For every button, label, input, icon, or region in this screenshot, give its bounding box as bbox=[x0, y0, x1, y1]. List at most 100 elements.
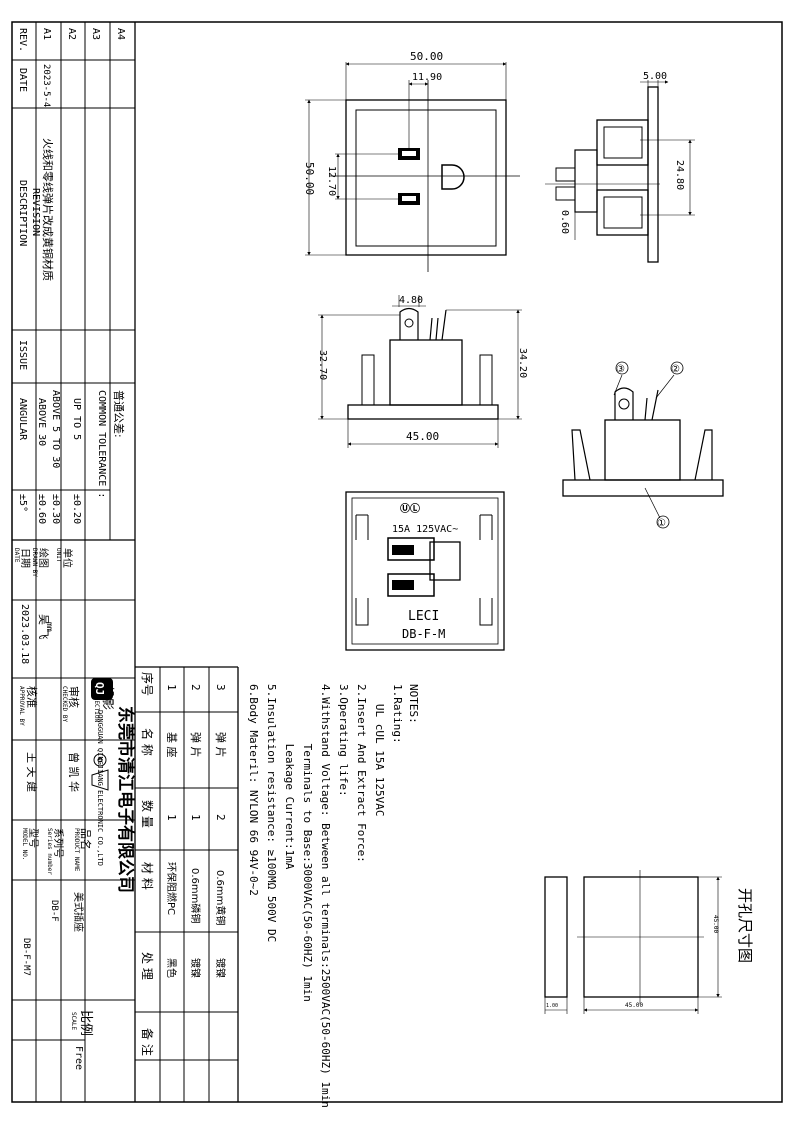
date-a1: 2023-5-4 bbox=[41, 64, 51, 107]
rev-a4: A4 bbox=[115, 28, 126, 40]
tolerance-title-cn: 普通公差: bbox=[112, 390, 126, 438]
approval-value: 王 天 建 bbox=[25, 752, 39, 792]
bom-header-name: 名 称 bbox=[140, 728, 155, 756]
rev-a2: A2 bbox=[66, 28, 77, 40]
series-label-cn: 系列号 bbox=[52, 828, 65, 858]
dim-slot-spacing: 12.70 bbox=[326, 166, 337, 196]
dim-bottom-width: 45.00 bbox=[406, 430, 439, 443]
notes-title: NOTES: bbox=[407, 684, 420, 724]
panel-height-dim: 45.00 bbox=[712, 915, 719, 933]
callout-2: ② bbox=[671, 364, 680, 375]
tolerance-range-4: ANGULAR bbox=[17, 398, 28, 441]
panel-thick-dim: 1.00 bbox=[546, 1003, 558, 1009]
dim-slot-offset: 11.90 bbox=[412, 72, 442, 83]
model-label-cn: 型号 bbox=[27, 828, 40, 848]
bom-row3-finish: 镀镍 bbox=[214, 958, 227, 978]
date-value: 2023.03.18 bbox=[19, 604, 30, 664]
scale-label-en: SCALE bbox=[70, 1012, 77, 1030]
notes-line-8: 5.Insulation resistance: ≥100MΩ 500V DC bbox=[265, 684, 278, 942]
tolerance-value-3: ±0.60 bbox=[36, 494, 47, 524]
date-header: DATE bbox=[17, 68, 28, 92]
panel-width-dim: 45.00 bbox=[625, 1002, 643, 1009]
company-logo: QJ bbox=[91, 678, 113, 700]
bill-of-materials: 序号 名 称 数 量 材 料 处 理 备 注 1 基 座 1 环保阻燃PC 黑色… bbox=[135, 666, 239, 1102]
dim-side-pin-height: 24.80 bbox=[674, 160, 685, 190]
callout-1: ① bbox=[657, 518, 666, 529]
dim-bottom-height-left: 32.70 bbox=[317, 350, 328, 380]
notes-line-4: 3.Operating life: bbox=[337, 684, 350, 797]
bom-row2-finish: 镀镍 bbox=[189, 958, 202, 978]
tolerance-value-2: ±0.30 bbox=[50, 494, 61, 524]
description-header: DESCRIPTION bbox=[17, 180, 28, 246]
bom-row1-material: 环保阻燃PC bbox=[165, 862, 178, 915]
bom-row2-name: 弹 片 bbox=[189, 732, 203, 758]
bom-row3-qty: 2 bbox=[214, 814, 227, 821]
rear-brand: LECI bbox=[408, 609, 439, 624]
callout-3: ③ bbox=[616, 364, 625, 375]
approval-label-en: APPROVAL BY bbox=[18, 686, 25, 726]
rear-model: DB-F-M bbox=[402, 627, 445, 641]
tolerance-title-en: COMMON TOLERANCE : bbox=[96, 390, 107, 498]
notes-line-5: 4.Withstand Voltage: Between all termina… bbox=[319, 684, 332, 1108]
panel-cutout-title: 开孔尺寸图 bbox=[736, 888, 754, 963]
dim-side-thickness: 5.00 bbox=[643, 71, 667, 82]
notes-line-1: 1.Rating: bbox=[391, 684, 404, 744]
bom-header-remark: 备 注 bbox=[140, 1028, 155, 1056]
rear-rating: 15A 125VAC~ bbox=[392, 524, 458, 535]
front-view: 50.00 11.90 50.00 12.70 bbox=[303, 50, 520, 272]
bom-row2-material: 0.6mm磷铜 bbox=[189, 868, 202, 923]
bom-row3-material: 0.6mm黄铜 bbox=[214, 870, 227, 925]
bom-row1-no: 1 bbox=[165, 684, 178, 691]
dim-front-height: 50.00 bbox=[303, 162, 316, 195]
approval-label-cn: 核准 bbox=[25, 686, 39, 708]
bom-header-qty: 数 量 bbox=[140, 800, 155, 828]
checked-label-cn: 审核 bbox=[67, 686, 81, 708]
drawn-value: 吴 飞 bbox=[37, 614, 50, 640]
bom-row3-no: 3 bbox=[214, 684, 227, 691]
unit-value: mm bbox=[45, 622, 54, 632]
checked-value: 曾 凯 华 bbox=[67, 752, 81, 792]
model-value: DB-F-M7 bbox=[21, 938, 31, 976]
product-label-en: PRODUCT NAME bbox=[73, 828, 80, 872]
issue-label: ISSUE bbox=[17, 340, 28, 370]
product-label-cn: 品名 bbox=[79, 828, 93, 850]
side-view: 5.00 24.80 0.60 bbox=[545, 71, 695, 263]
drawn-label-cn: 绘图 bbox=[37, 548, 50, 568]
notes-line-6: Terminals to Base:3000VAC(50-60HZ) 1min bbox=[301, 684, 314, 1002]
projection-symbol bbox=[91, 753, 109, 791]
rev-header: REV. bbox=[17, 28, 28, 52]
svg-text:QJ: QJ bbox=[93, 682, 106, 695]
left-tables: REV. DATE DESCRIPTION REVISION ISSUE A1 … bbox=[12, 22, 136, 1102]
tolerance-value-1: ±0.20 bbox=[71, 494, 82, 524]
product-value: 美式插座 bbox=[72, 892, 85, 932]
dim-side-pin-gap: 0.60 bbox=[559, 210, 570, 234]
ul-mark-icon: ⓊⓁ bbox=[400, 502, 420, 515]
bom-row1-qty: 1 bbox=[165, 814, 178, 821]
dim-bottom-height-right: 34.20 bbox=[517, 348, 528, 378]
tolerance-range-3: ABOVE 30 bbox=[36, 398, 47, 446]
projection-label-en: PROJECTION bbox=[93, 686, 100, 723]
bom-header-finish: 处 理 bbox=[140, 952, 154, 980]
rev-a1: A1 bbox=[41, 28, 52, 40]
date-label-en: DATE bbox=[13, 548, 20, 563]
bom-row2-qty: 1 bbox=[189, 814, 202, 821]
dim-front-width: 50.00 bbox=[410, 50, 443, 63]
company-name-cn: 东莞市清江电子有限公司 bbox=[115, 706, 136, 893]
bom-header-no: 序号 bbox=[140, 672, 155, 696]
series-value: DB-F bbox=[49, 900, 59, 922]
rear-view: ⓊⓁ 15A 125VAC~ LECI DB-F-M bbox=[345, 491, 505, 651]
dim-bottom-tab: 4.80 bbox=[399, 295, 423, 306]
bom-header-material: 材 料 bbox=[140, 862, 154, 890]
tolerance-range-2: ABOVE 5 TO 30 bbox=[50, 390, 61, 468]
scale-value: Free bbox=[73, 1046, 84, 1070]
bom-row1-name: 基 座 bbox=[165, 732, 179, 758]
revision-label: REVISION bbox=[30, 188, 41, 236]
drawn-label-en: DRAWN BY bbox=[31, 548, 38, 577]
series-label-en: Series number bbox=[46, 828, 53, 875]
checked-label-en: CHECKED BY bbox=[61, 686, 68, 723]
rev-a3: A3 bbox=[90, 28, 101, 40]
notes-line-3: 2.Insert And Extract Force: bbox=[355, 684, 368, 863]
notes-line-7: Leakage Current:1mA bbox=[283, 684, 296, 870]
